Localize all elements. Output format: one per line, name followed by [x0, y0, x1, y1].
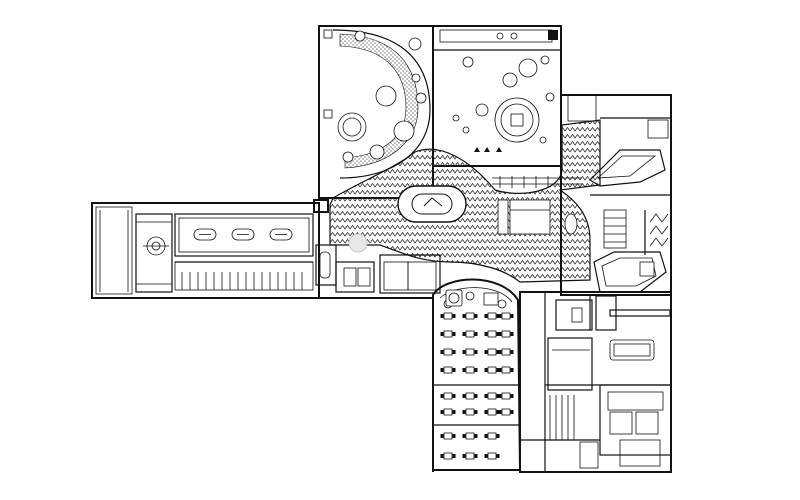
east-stair-1 — [603, 209, 627, 249]
dining-hall — [432, 278, 522, 471]
west-wing-stair — [181, 272, 303, 290]
planter-trees — [337, 30, 427, 163]
north-hall — [432, 25, 562, 167]
small-figure-markers — [474, 147, 502, 152]
table-with-chairs — [484, 348, 500, 356]
lobby-lift-core — [497, 199, 551, 235]
round-table — [465, 291, 475, 301]
table-with-chairs — [440, 432, 456, 440]
round-table — [497, 299, 507, 309]
table-with-chairs — [440, 312, 456, 320]
column-marker — [348, 233, 368, 253]
table-with-chairs — [440, 408, 456, 416]
table-with-chairs — [440, 348, 456, 356]
table-with-chairs — [462, 408, 478, 416]
table-with-chairs — [498, 312, 514, 320]
corridor-bench-3 — [269, 228, 293, 241]
east-stair-2 — [644, 210, 669, 255]
south-east-block — [519, 291, 672, 473]
exterior-outline — [319, 197, 434, 472]
table-with-chairs — [484, 392, 500, 400]
west-wing — [91, 202, 320, 299]
central-lobby — [329, 119, 601, 283]
table-with-chairs — [498, 330, 514, 338]
table-with-chairs — [462, 312, 478, 320]
table-with-chairs — [484, 366, 500, 374]
table-with-chairs — [484, 330, 500, 338]
east-wing — [560, 94, 672, 296]
table-with-chairs — [484, 432, 500, 440]
table-with-chairs — [462, 330, 478, 338]
south-east-stair — [549, 395, 575, 440]
table-with-chairs — [440, 392, 456, 400]
table-with-chairs — [440, 366, 456, 374]
table-with-chairs — [484, 408, 500, 416]
round-display-table — [494, 97, 540, 143]
table-with-chairs — [498, 366, 514, 374]
lobby-service-rooms — [313, 199, 441, 294]
table-with-chairs — [498, 392, 514, 400]
table-with-chairs — [498, 408, 514, 416]
corridor-bench-2 — [231, 228, 255, 241]
table-with-chairs — [440, 452, 456, 460]
lobby-stair — [492, 176, 582, 188]
table-with-chairs — [498, 348, 514, 356]
corridor-fountain-symbol — [143, 236, 169, 256]
table-with-chairs — [440, 330, 456, 338]
oval-reception-desk — [397, 185, 467, 223]
table-with-chairs — [484, 312, 500, 320]
table-with-chairs — [462, 348, 478, 356]
corridor-bench-1 — [193, 228, 217, 241]
dining-tables — [440, 291, 514, 460]
table-with-chairs — [462, 366, 478, 374]
table-with-chairs — [462, 392, 478, 400]
table-with-chairs — [462, 432, 478, 440]
table-with-chairs — [484, 452, 500, 460]
table-with-chairs — [462, 452, 478, 460]
